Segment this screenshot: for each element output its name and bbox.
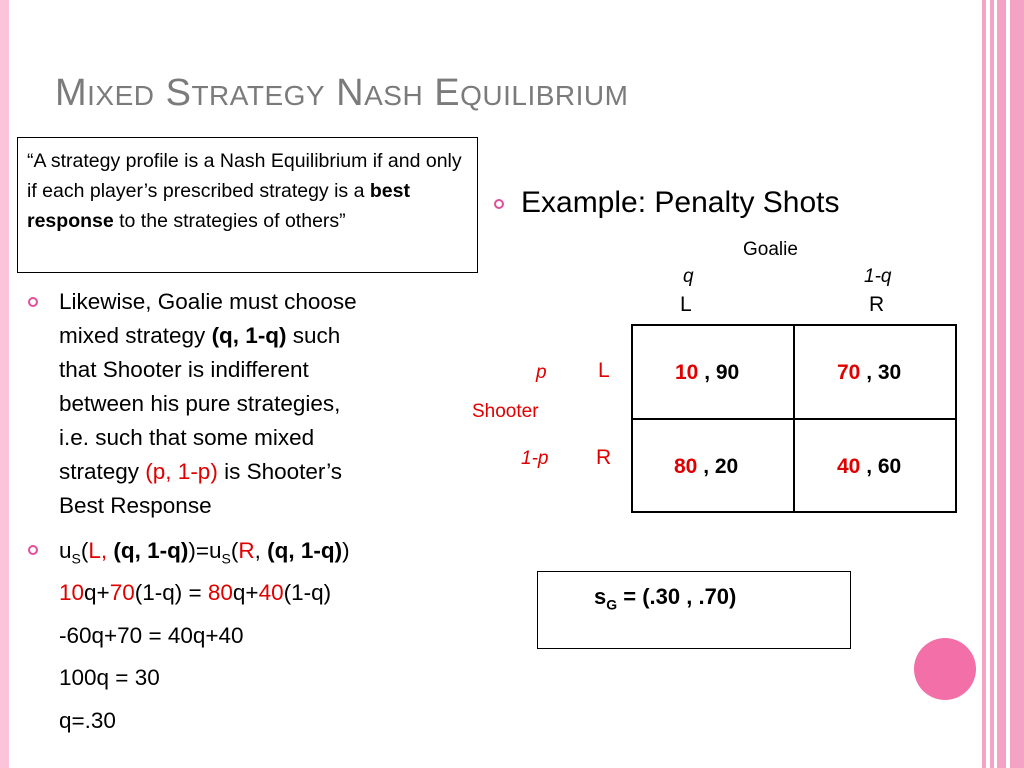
column-prob-1-q: 1-q <box>864 266 892 287</box>
bullet-icon <box>494 199 504 209</box>
equation-1: 10q+70(1-q) = 80q+40(1-q) <box>59 580 332 605</box>
row-prob-p: p <box>536 362 547 383</box>
equation-2: -60q+70 = 40q+40 <box>59 623 244 648</box>
slide-title: MIXED STRATEGY NASH EQUILIBRIUM <box>55 72 629 114</box>
bullet-icon <box>28 545 38 555</box>
right-pink-stripes <box>982 0 1024 768</box>
column-R-label: R <box>869 293 885 316</box>
row-R-label: R <box>596 446 612 469</box>
example-heading: Example: Penalty Shots <box>521 186 840 219</box>
shooter-label: Shooter <box>472 401 539 422</box>
payoff-cell-RR: 40 , 60 <box>837 455 902 478</box>
goalie-strategy-result-box <box>537 571 851 649</box>
bullet-icon <box>28 297 38 307</box>
goalie-label: Goalie <box>743 239 798 260</box>
payoff-cell-RL: 80 , 20 <box>674 455 739 478</box>
row-L-label: L <box>598 359 610 382</box>
nash-definition-quote: “A strategy profile is a Nash Equilibriu… <box>17 137 478 273</box>
decorative-pink-circle <box>914 638 976 700</box>
column-prob-q: q <box>683 266 694 287</box>
goalie-strategy-result: sG = (.30 , .70) <box>594 584 737 613</box>
equation-3: 100q = 30 <box>59 665 160 690</box>
left-pink-stripe <box>0 0 9 768</box>
payoff-cell-LR: 70 , 30 <box>837 361 902 384</box>
row-prob-1-p: 1-p <box>521 448 549 469</box>
payoff-cell-LL: 10 , 90 <box>675 361 740 384</box>
utility-equality: uS(L, (q, 1-q))=uS(R, (q, 1-q)) <box>59 538 350 567</box>
goalie-mixed-strategy-text: Likewise, Goalie must choose mixed strat… <box>59 289 357 518</box>
equation-4: q=.30 <box>59 708 116 733</box>
column-L-label: L <box>680 293 692 316</box>
